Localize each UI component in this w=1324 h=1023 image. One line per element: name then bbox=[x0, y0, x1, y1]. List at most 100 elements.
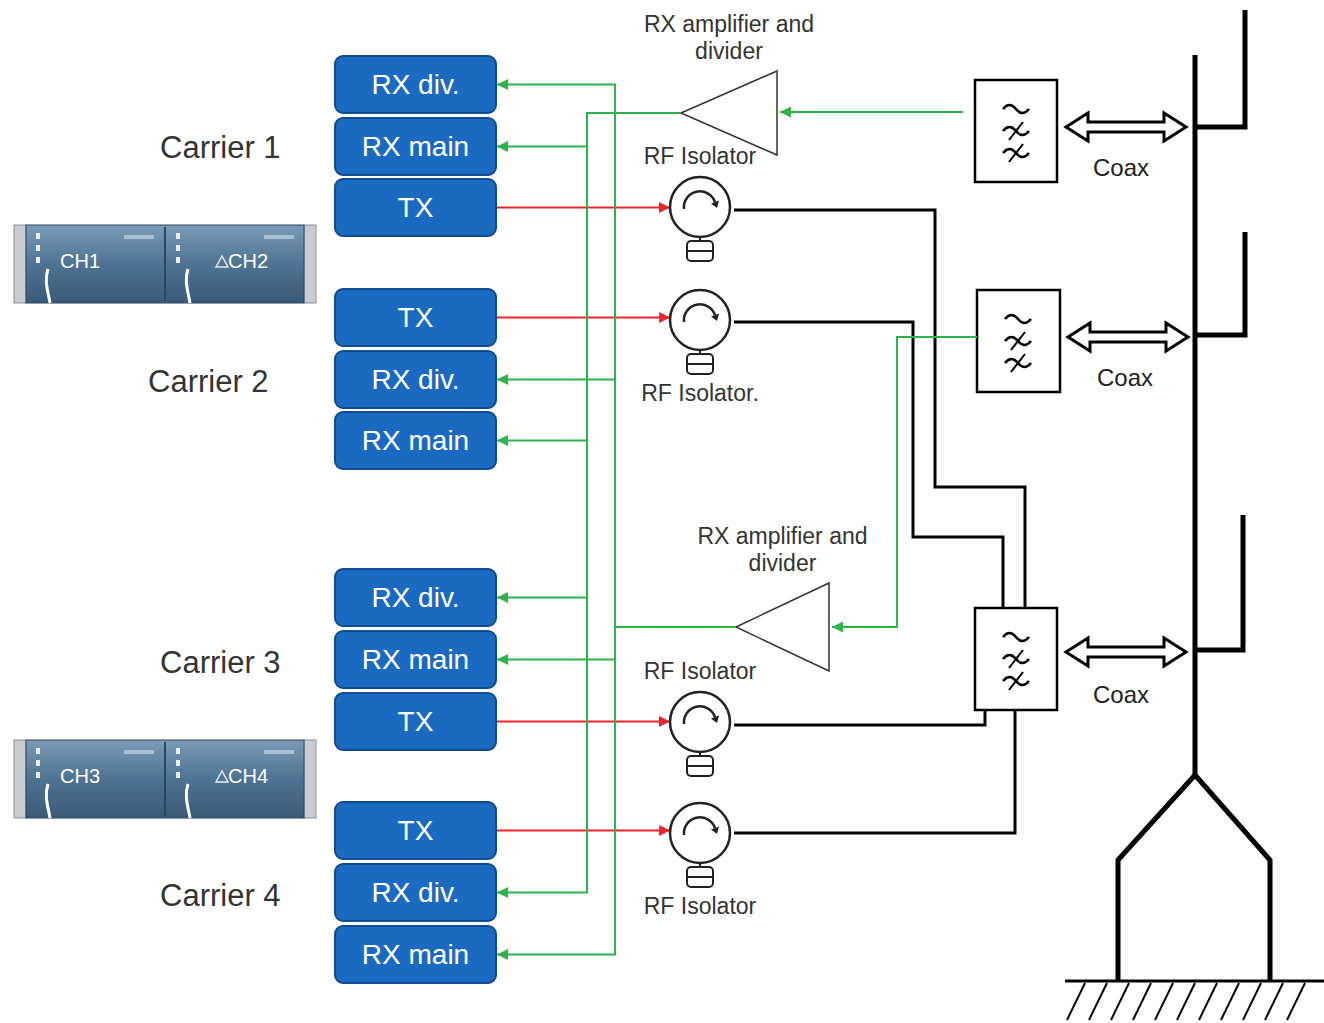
port-name: RX div. bbox=[371, 877, 459, 909]
component-name: RF Isolator bbox=[625, 893, 775, 921]
termination-line bbox=[687, 876, 713, 878]
channel-label: CH2 bbox=[228, 250, 268, 272]
rx-signal-line bbox=[497, 113, 680, 893]
port-box: RX div. bbox=[334, 55, 497, 114]
isolator-arrow bbox=[684, 817, 715, 835]
port-name: RX main bbox=[362, 131, 469, 163]
carrier-label: Carrier 1 bbox=[160, 130, 281, 165]
port-box: RX div. bbox=[334, 863, 497, 922]
port-box: TX bbox=[334, 178, 497, 237]
coax-label: Coax bbox=[1097, 364, 1153, 391]
coax-label: Coax bbox=[1093, 154, 1149, 181]
rx-signal-line bbox=[497, 380, 735, 628]
port-box: TX bbox=[334, 288, 497, 347]
component-name: RX amplifier and divider bbox=[697, 523, 869, 578]
tx-signal-line bbox=[497, 317, 670, 319]
rf-isolator: RF Isolator bbox=[668, 175, 732, 239]
port-box: TX bbox=[334, 692, 497, 751]
termination-line bbox=[687, 363, 713, 365]
channel-label-holder: CH3 bbox=[60, 765, 100, 788]
port-box: RX main bbox=[334, 117, 497, 176]
carrier-label-holder: Carrier 2 bbox=[148, 364, 269, 400]
component-name: RF Isolator. bbox=[625, 380, 775, 408]
rx-signal-line bbox=[497, 113, 680, 598]
port-name: RX main bbox=[362, 939, 469, 971]
carrier-label-holder: Carrier 3 bbox=[160, 645, 281, 681]
port-box: TX bbox=[334, 801, 497, 860]
rf-isolator: RF Isolator bbox=[668, 690, 732, 754]
carrier-label-holder: Carrier 1 bbox=[160, 130, 281, 166]
channel-label: CH4 bbox=[228, 765, 268, 787]
tx-signal-line bbox=[497, 207, 670, 209]
isolator-arrowhead bbox=[711, 827, 719, 835]
carrier-label: Carrier 3 bbox=[160, 645, 281, 680]
bandpass-filter bbox=[977, 290, 1060, 392]
isolator-circle bbox=[670, 803, 730, 863]
isolator-symbol bbox=[668, 690, 732, 780]
isolator-symbol bbox=[668, 288, 732, 378]
termination-load bbox=[687, 354, 713, 374]
isolator-circle bbox=[670, 692, 730, 752]
carrier-label: Carrier 2 bbox=[148, 364, 269, 399]
channel-label: CH1 bbox=[60, 250, 100, 272]
bandpass-filter bbox=[975, 80, 1057, 182]
coax-arrow bbox=[1066, 113, 1188, 666]
rx-feed-line bbox=[780, 112, 977, 627]
port-name: TX bbox=[398, 815, 434, 847]
carrier-label: Carrier 4 bbox=[160, 878, 281, 913]
component-name: RF Isolator bbox=[625, 658, 775, 686]
radio-rack bbox=[14, 225, 316, 303]
amplifier-triangle bbox=[736, 583, 829, 671]
termination-load bbox=[687, 756, 713, 776]
port-box: RX main bbox=[334, 630, 497, 689]
carrier-label-holder: Carrier 4 bbox=[160, 878, 281, 914]
isolator-arrow bbox=[684, 706, 715, 724]
port-name: TX bbox=[398, 706, 434, 738]
component-name: RF Isolator bbox=[625, 143, 775, 171]
channel-label-holder: CH2 bbox=[228, 250, 268, 273]
isolator-circle bbox=[670, 177, 730, 237]
port-box: RX div. bbox=[334, 350, 497, 409]
isolator-arrow bbox=[684, 304, 715, 322]
amplifier-triangle bbox=[681, 71, 777, 155]
coax-label-holder: Coax bbox=[1097, 364, 1153, 392]
isolator-arrowhead bbox=[711, 314, 719, 322]
port-box: RX main bbox=[334, 925, 497, 984]
ground-symbol bbox=[1065, 981, 1324, 1020]
port-name: RX main bbox=[362, 644, 469, 676]
port-name: TX bbox=[398, 192, 434, 224]
port-name: RX div. bbox=[371, 582, 459, 614]
tx-signal-line bbox=[497, 721, 670, 723]
rx-signal-line bbox=[497, 113, 680, 147]
isolator-arrowhead bbox=[711, 201, 719, 209]
coax-label-holder: Coax bbox=[1093, 154, 1149, 182]
termination-load bbox=[687, 241, 713, 261]
isolator-circle bbox=[670, 290, 730, 350]
termination-line bbox=[687, 250, 713, 252]
port-name: RX div. bbox=[371, 69, 459, 101]
amplifier-symbol bbox=[680, 70, 778, 156]
port-box: RX div. bbox=[334, 568, 497, 627]
amplifier-divider: RX amplifier and divider bbox=[680, 70, 778, 156]
channel-label-holder: CH1 bbox=[60, 250, 100, 273]
isolator-arrowhead bbox=[711, 716, 719, 724]
tx-signal-line bbox=[497, 830, 670, 832]
isolator-symbol bbox=[668, 175, 732, 265]
rf-isolator: RF Isolator. bbox=[668, 288, 732, 352]
port-name: RX main bbox=[362, 425, 469, 457]
port-box: RX main bbox=[334, 411, 497, 470]
channel-label-holder: CH4 bbox=[228, 765, 268, 788]
tx-feed-line bbox=[734, 210, 1025, 833]
rf-isolator: RF Isolator bbox=[668, 801, 732, 865]
coax-label-holder: Coax bbox=[1093, 681, 1149, 709]
termination-load bbox=[687, 867, 713, 887]
isolator-arrow bbox=[684, 191, 715, 209]
bandpass-filter bbox=[975, 608, 1057, 710]
radio-rack bbox=[14, 740, 316, 818]
port-name: RX div. bbox=[371, 364, 459, 396]
isolator-symbol bbox=[668, 801, 732, 891]
termination-line bbox=[687, 765, 713, 767]
port-name: TX bbox=[398, 302, 434, 334]
channel-label: CH3 bbox=[60, 765, 100, 787]
